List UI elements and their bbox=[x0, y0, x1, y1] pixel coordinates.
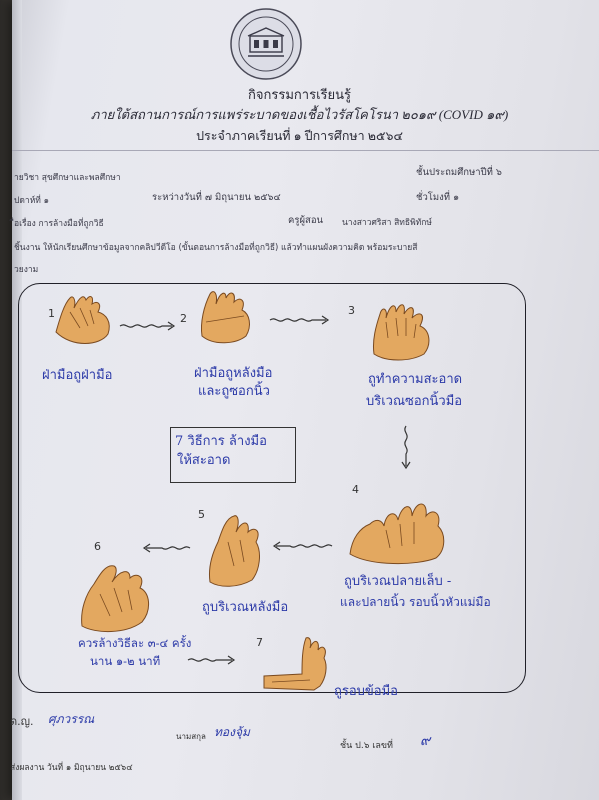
step-4-number: 4 bbox=[352, 483, 359, 496]
teacher-name: นางสาวศริสา สิทธิพิทักษ์ bbox=[342, 218, 433, 228]
step-3-number: 3 bbox=[348, 304, 355, 317]
mindmap-center-box: 7 วิธีการ ล้างมือ ให้สะอาด bbox=[170, 427, 296, 483]
arrow-4-to-5 bbox=[272, 541, 333, 551]
hands-washing-drawing bbox=[81, 565, 149, 633]
arrow-5-to-6 bbox=[142, 543, 191, 553]
step-6-caption-l2: นาน ๑-๒ นาที bbox=[90, 654, 161, 668]
class-label: ชั้น ป.๖ เลขที่ bbox=[340, 741, 393, 751]
grade-level-field: ชั้นประถมศึกษาปีที่ ๖ bbox=[416, 167, 502, 178]
step-5-number: 5 bbox=[198, 508, 205, 521]
step-1-number: 1 bbox=[48, 307, 55, 320]
center-title-l1: 7 วิธีการ ล้างมือ bbox=[175, 434, 267, 449]
date-field: ระหว่างวันที่ ๗ มิถุนายน ๒๕๖๔ bbox=[152, 192, 281, 203]
submission-date: ส่งผลงาน วันที่ ๑ มิถุนายน ๒๕๖๔ bbox=[10, 763, 133, 773]
step-7-number: 7 bbox=[256, 636, 263, 649]
hands-interlaced-fingers-drawing bbox=[373, 304, 430, 361]
step-2-number: 2 bbox=[180, 312, 187, 325]
arrow-6-to-7 bbox=[187, 655, 236, 665]
name-prefix: ด.ญ. bbox=[10, 715, 34, 728]
student-last-name: ทองจุ้ม bbox=[214, 725, 250, 739]
hour-field: ชั่วโมงที่ ๑ bbox=[416, 192, 460, 203]
hands-back-to-palm-drawing bbox=[201, 291, 250, 344]
center-title-l2: ให้สะอาด bbox=[177, 453, 231, 468]
divider bbox=[12, 150, 599, 151]
step-7-caption: ถูรอบข้อมือ bbox=[334, 684, 398, 699]
arrow-1-to-2 bbox=[119, 321, 176, 331]
step-1-caption: ฝ่ามือถูฝ่ามือ bbox=[42, 368, 113, 383]
class-number: ๙ bbox=[420, 733, 431, 749]
activity-title: กิจกรรมการเรียนรู้ bbox=[248, 87, 351, 102]
hands-wrist-scrub-drawing bbox=[263, 637, 327, 691]
surname-label: นามสกุล bbox=[176, 732, 206, 741]
step-4-caption-l2: และปลายนิ้ว รอบนิ้วหัวแม่มือ bbox=[340, 595, 491, 609]
mindmap-panel bbox=[18, 283, 526, 693]
step-6-number: 6 bbox=[94, 540, 101, 553]
step-5-caption: ถูบริเวณหลังมือ bbox=[202, 600, 289, 615]
teacher-label: ครูผู้สอน bbox=[288, 215, 324, 226]
hands-fingertips-drawing bbox=[349, 503, 445, 565]
step-3-caption-l2: บริเวณซอกนิ้วมือ bbox=[366, 394, 463, 409]
subject-field: ายวิชา สุขศึกษาและพลศึกษา bbox=[14, 173, 121, 183]
activity-subtitle: ภายใต้สถานการณ์การแพร่ระบาดของเชื้อไวรัส… bbox=[90, 107, 509, 122]
step-2-caption-l2: และถูซอกนิ้ว bbox=[198, 384, 270, 399]
week-field: ปดาห์ที่ ๑ bbox=[14, 196, 49, 206]
step-3-caption-l1: ถูทำความสะอาด bbox=[368, 372, 463, 387]
school-seal-logo bbox=[230, 8, 302, 80]
topic-field: ื่อเรื่อง การล้างมือที่ถูกวิธี bbox=[14, 219, 104, 229]
page-binding bbox=[12, 0, 22, 800]
task-instruction-cont: วยงาม bbox=[14, 265, 39, 275]
step-2-caption-l1: ฝ่ามือถูหลังมือ bbox=[194, 366, 273, 381]
hands-palm-to-palm-drawing bbox=[55, 296, 110, 344]
arrow-3-to-4 bbox=[401, 425, 411, 470]
hands-back-scrub-drawing bbox=[209, 515, 260, 587]
task-instruction: ชิ้นงาน ให้นักเรียนศึกษาข้อมูลจากคลิปวีด… bbox=[14, 243, 418, 253]
step-4-caption-l1: ถูบริเวณปลายเล็บ - bbox=[344, 574, 452, 589]
arrow-2-to-3 bbox=[269, 315, 330, 325]
semester-line: ประจำภาคเรียนที่ ๑ ปีการศึกษา ๒๕๖๔ bbox=[196, 129, 403, 143]
step-6-caption-l1: ควรล้างวิธีละ ๓-๔ ครั้ง bbox=[78, 636, 192, 650]
student-first-name: ศุภวรรณ bbox=[48, 712, 95, 726]
